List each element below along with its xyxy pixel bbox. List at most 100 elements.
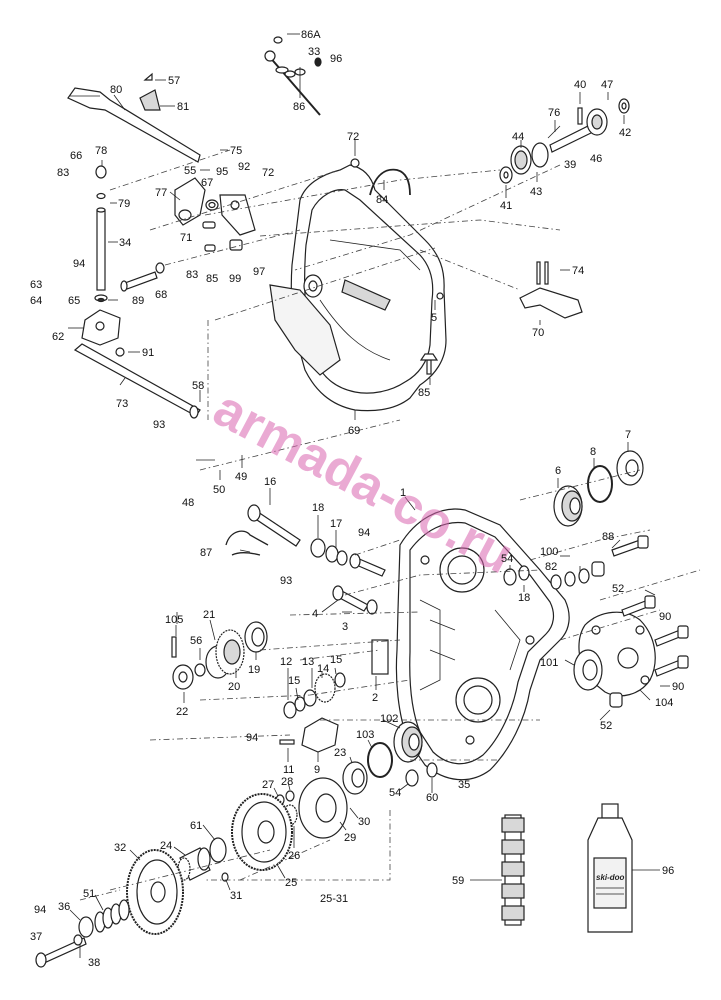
label-96-top: 96 [330,53,342,65]
label-48: 48 [182,497,194,509]
label-40: 40 [574,79,586,91]
label-73: 73 [116,398,128,410]
label-58: 58 [192,380,204,392]
label-24: 24 [160,840,172,852]
label-37: 37 [30,931,42,943]
label-97: 97 [253,266,265,278]
bolt-85 [419,353,439,375]
label-34: 34 [119,237,131,249]
wire-84 [369,168,411,196]
label-93-mid: 93 [280,575,292,587]
label-93-top: 93 [153,419,165,431]
chaincase-cover [269,158,447,412]
label-83-left: 83 [57,167,69,179]
label-86: 86 [293,101,305,113]
label-60: 60 [426,792,438,804]
lever-80 [67,72,201,163]
label-68: 68 [155,289,167,301]
sprocket-hub-24 [177,847,211,881]
label-52-lower: 52 [600,720,612,732]
label-35: 35 [458,779,470,791]
label-65: 65 [68,295,80,307]
label-6: 6 [555,465,561,477]
label-85-left: 85 [206,273,218,285]
label-91: 91 [142,347,154,359]
tensioner-bolt-16 [247,504,348,566]
part-labels: 86A 33 96 86 57 80 81 78 66 83 75 55 95 … [30,29,684,969]
hub-23 [342,761,368,795]
label-66: 66 [70,150,82,162]
label-72-left: 72 [262,167,274,179]
label-33: 33 [308,46,320,58]
label-44: 44 [512,131,524,143]
washer-61 [209,837,227,863]
lever-bracket-70 [519,261,583,319]
housing-cover-104 [573,611,656,697]
label-75: 75 [230,145,242,157]
cover-bolts [611,535,689,677]
leader-lines [68,33,670,958]
label-101: 101 [540,657,558,669]
label-87: 87 [200,547,212,559]
label-16: 16 [264,476,276,488]
label-26: 26 [288,850,300,862]
tensioner-block-9 [279,717,339,753]
label-86a: 86A [301,29,321,41]
label-21: 21 [203,609,215,621]
label-41: 41 [500,200,512,212]
label-2: 2 [372,692,378,704]
label-42: 42 [619,127,631,139]
label-19: 19 [248,664,260,676]
upper-gear-set [499,98,630,184]
label-103: 103 [356,729,374,741]
label-4: 4 [312,608,318,620]
bearing-102 [393,721,423,763]
shift-rod-73 [73,343,201,419]
label-17: 17 [330,518,342,530]
label-85-right: 85 [418,387,430,399]
label-25: 25 [285,877,297,889]
label-104: 104 [655,697,673,709]
label-67: 67 [201,177,213,189]
chain-59 [501,814,525,926]
drive-gear-set-upper [171,621,268,690]
spring-51 [94,899,130,933]
label-13: 13 [302,656,314,668]
label-43: 43 [530,186,542,198]
label-99: 99 [229,273,241,285]
label-3: 3 [342,621,348,633]
label-96-bottle: 96 [662,865,674,877]
bolts-3-4 [332,553,386,615]
label-63: 63 [30,279,42,291]
label-100: 100 [540,546,558,558]
label-14: 14 [317,663,329,675]
label-80: 80 [110,84,122,96]
label-89: 89 [132,295,144,307]
label-72-right: 72 [347,131,359,143]
nut-54-lower [405,769,419,787]
label-59: 59 [452,875,464,887]
label-88: 88 [602,531,614,543]
label-18-left: 18 [312,502,324,514]
label-70: 70 [532,327,544,339]
pivot-rod-34 [94,165,108,303]
label-74: 74 [572,265,584,277]
label-11: 11 [283,764,294,776]
label-77: 77 [155,187,167,199]
label-81: 81 [177,101,189,113]
assembly-axes [79,149,701,901]
label-8: 8 [590,446,596,458]
label-84: 84 [376,194,388,206]
label-69: 69 [348,425,360,437]
label-62: 62 [52,331,64,343]
slider-2 [371,639,389,675]
label-76: 76 [548,107,560,119]
label-57: 57 [168,75,180,87]
label-12: 12 [280,656,292,668]
idler-parts [283,672,346,719]
washers-82 [550,561,623,708]
label-7: 7 [625,429,631,441]
label-29: 29 [344,832,356,844]
label-18-right: 18 [518,592,530,604]
